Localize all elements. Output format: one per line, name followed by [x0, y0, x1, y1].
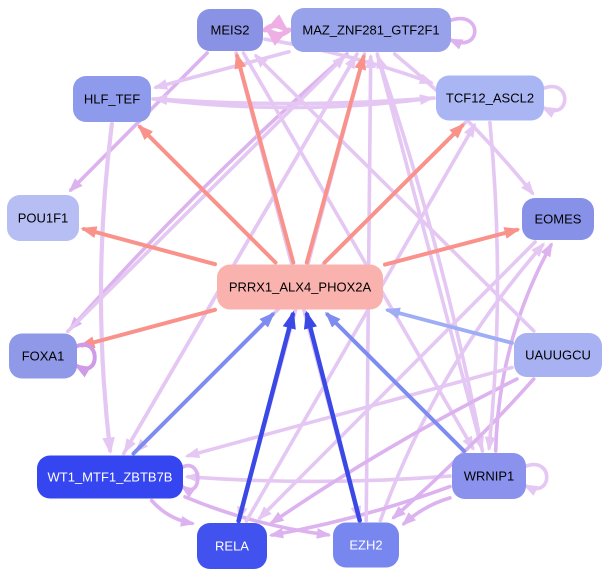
edge-wt1-ezh2 [183, 495, 332, 539]
edge-prrx1-maz [304, 53, 366, 265]
node-shape[interactable] [9, 333, 77, 379]
edge-wrnip1-prrx1 [324, 311, 466, 453]
node-rela[interactable]: RELA [197, 523, 267, 569]
edge-uauugcu-wt1 [184, 365, 514, 459]
edge-hlf-wt1 [98, 121, 115, 455]
edge-ezh2-eomes [378, 242, 545, 523]
edge-wrnip1-wt1 [184, 472, 452, 484]
self-loop-wrnip1 [522, 463, 549, 496]
self-loop-tcf12 [540, 85, 567, 118]
node-prrx1[interactable]: PRRX1_ALX4_PHOX2A [217, 264, 383, 310]
edge-prrx1-hlf [137, 124, 278, 265]
node-shape[interactable] [522, 198, 594, 240]
node-ezh2[interactable]: EZH2 [333, 522, 399, 568]
edge-prrx1-pou1f1 [80, 226, 217, 267]
node-shape[interactable] [291, 8, 451, 52]
node-wrnip1[interactable]: WRNIP1 [452, 453, 526, 499]
edge-maz-foxa1 [68, 52, 349, 331]
edge-tcf12-wrnip1 [484, 120, 500, 452]
edge-wrnip1-ezh2 [401, 496, 452, 526]
edge-uauugcu-prrx1 [384, 307, 514, 345]
edge-wt1-prrx1 [131, 311, 276, 456]
edge-maz-wt1 [123, 52, 359, 454]
node-eomes[interactable]: EOMES [522, 198, 594, 240]
node-shape[interactable] [197, 9, 263, 51]
node-foxa1[interactable]: FOXA1 [9, 333, 77, 379]
node-maz[interactable]: MAZ_ZNF281_GTF2F1 [291, 8, 451, 52]
edge-uauugcu-rela [269, 377, 519, 525]
node-shape[interactable] [514, 333, 602, 377]
edge-rela-tcf12 [244, 122, 476, 523]
self-loop-foxa1 [73, 342, 97, 378]
edge-wt1-rela [149, 498, 196, 527]
node-wt1[interactable]: WT1_MTF1_ZBTB7B [37, 455, 183, 499]
edge-rela-prrx1 [236, 310, 296, 524]
edge-wrnip1-eomes [493, 242, 553, 453]
edge-prrx1-meis2 [234, 52, 296, 265]
node-pou1f1[interactable]: POU1F1 [7, 195, 79, 241]
node-shape[interactable] [333, 522, 399, 568]
node-shape[interactable] [452, 453, 526, 499]
node-shape[interactable] [7, 195, 79, 241]
edge-meis2-wrnip1 [241, 51, 475, 451]
node-shape[interactable] [436, 75, 544, 121]
node-shape[interactable] [73, 76, 151, 122]
node-meis2[interactable]: MEIS2 [197, 9, 263, 51]
node-shape[interactable] [197, 523, 267, 569]
edge-maz-meis2 [264, 27, 292, 46]
edge-maz-hlf [152, 50, 291, 90]
node-shape[interactable] [37, 455, 183, 499]
edge-prrx1-tcf12 [322, 122, 465, 265]
edge-ezh2-prrx1 [303, 310, 362, 523]
self-loop-wt1 [179, 463, 200, 498]
node-hlf[interactable]: HLF_TEF [73, 76, 151, 122]
edge-prrx1-foxa1 [78, 307, 217, 349]
edge-prrx1-eomes [383, 227, 521, 267]
node-tcf12[interactable]: TCF12_ASCL2 [436, 75, 544, 121]
node-uauugcu[interactable]: UAUUGCU [514, 333, 602, 377]
node-shape[interactable] [217, 264, 383, 310]
self-loop-maz [447, 17, 477, 50]
